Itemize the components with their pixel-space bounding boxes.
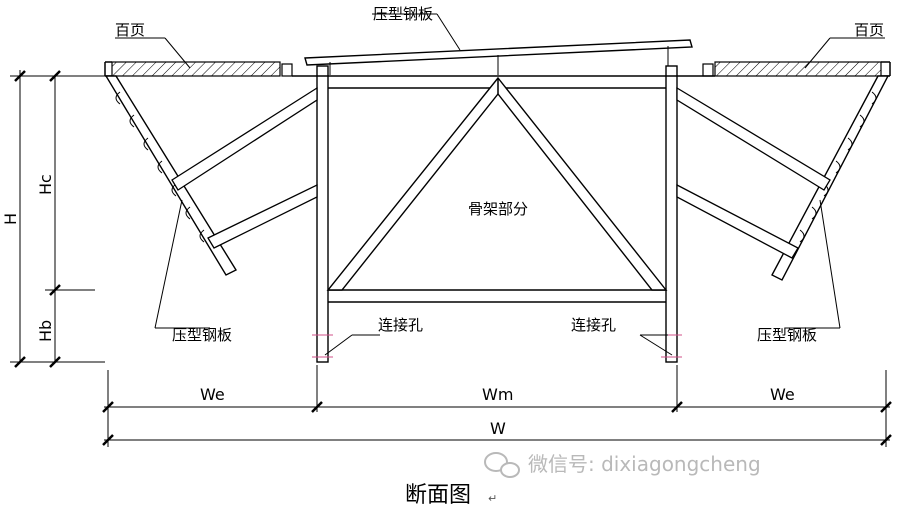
label-frame-part: 骨架部分	[468, 200, 528, 218]
caption-return-mark: ↵	[488, 492, 497, 505]
watermark: 微信号: dixiagongcheng	[484, 452, 761, 478]
dim-edge-width-left: We	[200, 385, 225, 404]
dim-base-height: Hb	[36, 320, 55, 342]
left-side-bracket	[104, 75, 318, 276]
label-left-steel-plate: 压型钢板	[172, 326, 232, 344]
top-steel-plate	[304, 39, 693, 75]
label-left-connection-hole: 连接孔	[378, 316, 423, 334]
label-right-steel-plate: 压型钢板	[757, 326, 817, 344]
watermark-text: 微信号: dixiagongcheng	[528, 452, 761, 476]
right-side-bracket	[676, 75, 890, 281]
caption: 断面图	[405, 483, 471, 508]
label-top-steel-plate: 压型钢板	[373, 5, 433, 23]
dim-total-width: W	[490, 419, 506, 438]
connection-hole-marks	[312, 334, 682, 358]
central-frame	[292, 65, 715, 363]
wechat-icon	[484, 452, 520, 478]
horizontal-dimension-lines	[102, 365, 892, 447]
dim-middle-width: Wm	[482, 385, 513, 404]
label-louver-left: 百页	[115, 21, 145, 39]
vertical-dimension-lines	[10, 70, 105, 368]
label-louver-right: 百页	[854, 21, 884, 39]
label-right-connection-hole: 连接孔	[571, 316, 616, 334]
dim-total-height: H	[1, 213, 20, 225]
louver-left	[104, 61, 293, 77]
dim-edge-width-right: We	[770, 385, 795, 404]
dim-cap-height: Hc	[36, 174, 55, 195]
leader-lines	[115, 13, 885, 356]
louver-right	[702, 61, 891, 77]
